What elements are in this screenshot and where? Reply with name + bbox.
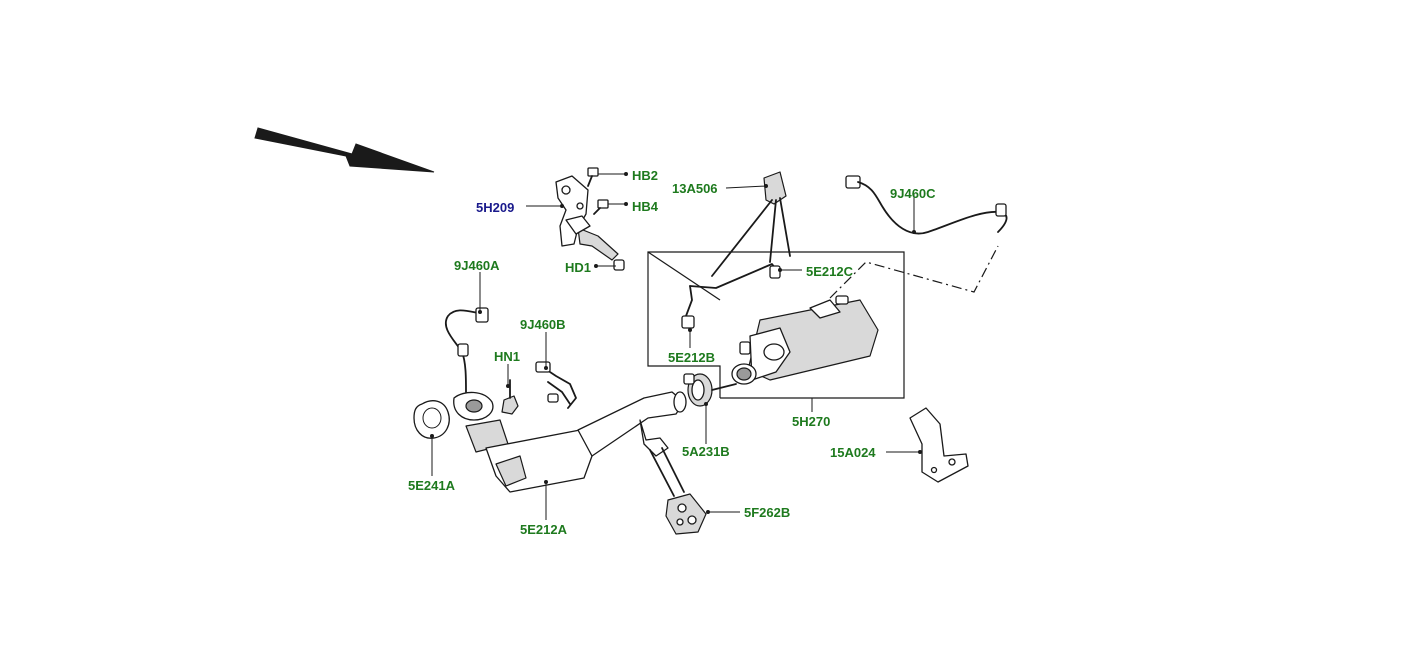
label-9j460a: 9J460A xyxy=(454,258,500,273)
clip-hd1 xyxy=(613,259,625,271)
dpf-5h270 xyxy=(731,295,879,385)
label-5f262b: 5F262B xyxy=(744,505,790,520)
bolt-hb4 xyxy=(593,199,609,215)
label-hb4: HB4 xyxy=(632,199,659,214)
label-9j460b: 9J460B xyxy=(520,317,566,332)
label-5e212b: 5E212B xyxy=(668,350,715,365)
leader-lines xyxy=(430,172,922,520)
label-13a506: 13A506 xyxy=(672,181,718,196)
part-labels: HB2 HB4 5H209 HD1 13A506 9J460C 5E212C 9… xyxy=(408,168,936,537)
label-5h270: 5H270 xyxy=(792,414,830,429)
hanger-5f262b xyxy=(649,447,707,535)
sensor-9j460a xyxy=(445,307,489,393)
sensor-9j460c xyxy=(845,175,1008,235)
catalytic-converter-5e212a xyxy=(453,391,687,493)
routing-dashed-line xyxy=(829,245,999,299)
label-9j460c: 9J460C xyxy=(890,186,936,201)
label-5h209: 5H209 xyxy=(476,200,514,215)
sensor-9j460b xyxy=(535,361,577,409)
label-hb2: HB2 xyxy=(632,168,658,183)
bolt-hb2 xyxy=(587,167,599,187)
clamp-5a231b xyxy=(683,373,737,407)
label-5a231b: 5A231B xyxy=(682,444,730,459)
pressure-pipe xyxy=(681,263,781,329)
bracket-15a024 xyxy=(909,407,969,483)
bracket-5h209 xyxy=(555,175,619,261)
label-5e241a: 5E241A xyxy=(408,478,456,493)
label-15a024: 15A024 xyxy=(830,445,876,460)
nut-hn1 xyxy=(501,379,519,415)
label-5e212a: 5E212A xyxy=(520,522,568,537)
direction-arrow xyxy=(254,127,435,173)
label-hn1: HN1 xyxy=(494,349,520,364)
label-hd1: HD1 xyxy=(565,260,591,275)
dpf-group-frame xyxy=(647,251,905,399)
bracket-13a506 xyxy=(711,171,791,277)
label-5e212c: 5E212C xyxy=(806,264,854,279)
gasket-5e241a xyxy=(413,400,450,439)
